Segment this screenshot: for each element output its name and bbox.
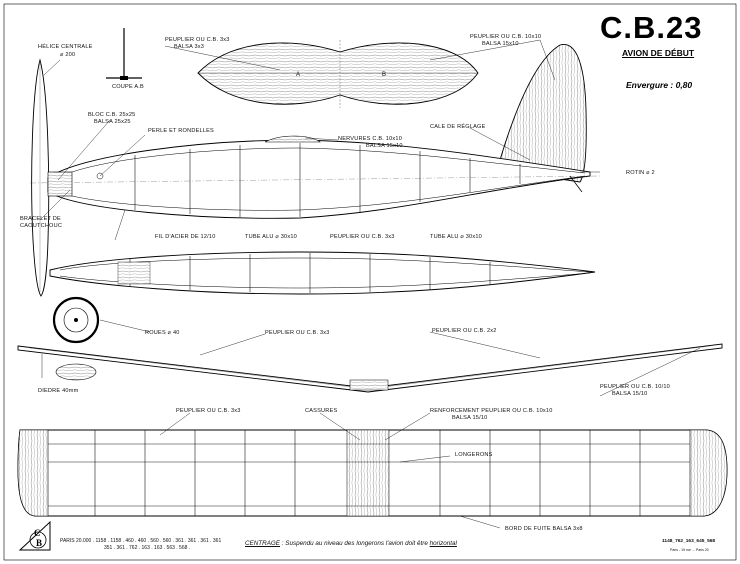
label-peuplier-bottom: PEUPLIER OU C.B. 3x3 xyxy=(176,408,241,414)
label-peuplier-fin-2: BALSA 15x10 xyxy=(482,41,519,47)
label-cassures: CASSURES xyxy=(305,408,338,414)
label-bloc-2: BALSA 25x25 xyxy=(94,119,131,125)
plans-line-2: 351 . 361 . 762 . 163 . 163 . 563 . 568 … xyxy=(104,545,191,551)
label-perle: PERLE ET RONDELLES xyxy=(148,128,214,134)
label-peuplier-right-2: BALSA 15/10 xyxy=(612,391,648,397)
fuselage-top-view xyxy=(49,251,596,295)
propeller-front-view xyxy=(31,58,50,297)
label-peuplier-wing-1: PEUPLIER OU C.B. 3x3 xyxy=(265,330,330,336)
label-coupe: COUPE A.B xyxy=(112,84,144,90)
logo-letter-c: C xyxy=(34,528,41,538)
plan-subtitle: AVION DE DÉBUT xyxy=(622,48,695,58)
label-section-a: A xyxy=(296,72,301,78)
leader-lines xyxy=(39,39,701,529)
label-helice: HÉLICE CENTRALE xyxy=(38,44,93,50)
label-peuplier-top-2: BALSA 3x3 xyxy=(174,44,205,50)
label-roues: ROUES ⌀ 40 xyxy=(145,330,180,336)
label-renfort-2: BALSA 15/10 xyxy=(452,415,488,421)
wheel-detail xyxy=(52,296,100,381)
reference-number: 1148_762_163_645_568 xyxy=(662,539,716,544)
sheet-border xyxy=(3,3,737,561)
wing-front-view xyxy=(17,343,723,393)
imprint: Paris - 19 rue ... Paris 20 xyxy=(670,548,709,552)
label-bracelet-2: CAOUTCHOUC xyxy=(20,223,63,229)
plan-title: C.B.23 xyxy=(600,10,703,45)
label-peuplier-right-1: PEUPLIER OU C.B. 10/10 xyxy=(600,384,670,390)
label-bord-fuite: BORD DE FUITE BALSA 3x8 xyxy=(505,526,583,532)
label-nervures-2: BALSA 15x10 xyxy=(366,143,403,149)
centrage-underlined: horizontal xyxy=(429,540,457,547)
label-tube-alu-1: TUBE ALU ⌀ 30x10 xyxy=(245,234,297,240)
label-peuplier-top-1: PEUPLIER OU C.B. 3x3 xyxy=(165,37,230,43)
plans-numbers: PARIS 20.000 . 1158 . 1158 . 460 . 460 .… xyxy=(60,538,221,552)
label-renfort-1: RENFORCEMENT PEUPLIER OU C.B. 10x10 xyxy=(430,408,553,414)
plans-line-1: PARIS 20.000 . 1158 . 1158 . 460 . 460 .… xyxy=(60,538,222,544)
wing-top-view xyxy=(17,429,728,517)
label-peuplier-wing-2: PEUPLIER OU C.B. 2x2 xyxy=(432,328,497,334)
stabilizer-top-view xyxy=(197,40,479,108)
label-peuplier-mid: PEUPLIER OU C.B. 3x3 xyxy=(330,234,395,240)
coupe-ab-section xyxy=(106,28,142,80)
label-helice-size: ⌀ 200 xyxy=(60,52,76,58)
label-fil-acier: FIL D'ACIER DE 12/10 xyxy=(155,234,216,240)
label-rotin: ROTIN ⌀ 2 xyxy=(626,170,655,176)
logo-letter-b: B xyxy=(36,538,43,548)
vertical-fin xyxy=(499,44,587,183)
label-dihedral: DIEDRE 40mm xyxy=(38,388,79,394)
wingspan-label: Envergure : 0,80 xyxy=(626,80,693,90)
label-longerons: LONGERONS xyxy=(455,452,493,458)
label-tube-alu-2: TUBE ALU ⌀ 30x10 xyxy=(430,234,482,240)
centrage-text: : Suspendu au niveau des longerons l'avi… xyxy=(281,540,428,547)
cb-logo xyxy=(18,520,51,551)
label-peuplier-fin-1: PEUPLIER OU C.B. 10x10 xyxy=(470,34,542,40)
label-bloc-1: BLOC C.B. 25x25 xyxy=(88,112,136,118)
centrage-note: CENTRAGE : Suspendu au niveau des longer… xyxy=(245,540,457,547)
label-nervures-1: NERVURES C.B. 10x10 xyxy=(338,136,403,142)
label-bracelet-1: BRACELET DE xyxy=(20,216,61,222)
fuselage-side-view xyxy=(29,135,601,219)
label-cale: CALE DE RÉGLAGE xyxy=(430,124,486,130)
label-section-b: B xyxy=(382,72,387,78)
centrage-lead: CENTRAGE xyxy=(245,540,280,547)
